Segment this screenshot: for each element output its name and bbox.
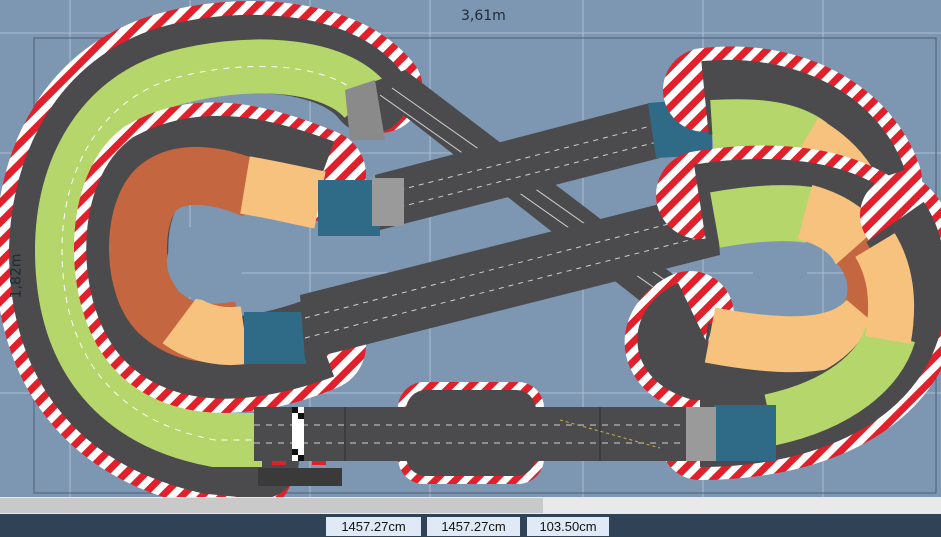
board-width-label: 3,61m [461, 8, 506, 24]
right-lower-peach-a [796, 184, 889, 267]
right-outer-lime [764, 326, 915, 446]
status-bar: 1457.27cm 1457.27cm 103.50cm [0, 514, 941, 537]
scrollbar-thumb[interactable] [0, 498, 543, 513]
inner-hairpin-peach-top [240, 156, 326, 229]
straight-a-joint-top [345, 80, 385, 140]
straight-b-asphalt [375, 103, 660, 230]
track-length-lane-1: 1457.27cm [326, 517, 421, 536]
crossing-straight-c[interactable] [300, 190, 720, 360]
teal-piece-bottom-right [714, 405, 776, 461]
pit-garage [258, 468, 342, 486]
right-lower-peach-b [704, 298, 890, 373]
main-straight[interactable] [254, 382, 716, 486]
outer-loop-slot-a [61, 65, 366, 441]
lane-change-marks [559, 419, 661, 449]
track-canvas[interactable] [0, 0, 941, 497]
main-straight-joint [686, 407, 716, 461]
hairpin-infield [167, 224, 243, 300]
inner-left-hairpin[interactable] [74, 102, 380, 413]
teal-piece-lower [244, 312, 306, 364]
right-outer-loop[interactable] [660, 175, 941, 480]
straight-b-joint [372, 178, 404, 226]
right-infield [752, 252, 808, 308]
start-finish-line [292, 407, 304, 461]
start-grid-markers [272, 461, 326, 465]
board-height-label: 1,82m [8, 253, 25, 299]
right-lower-lime [710, 185, 815, 248]
horizontal-scrollbar[interactable] [0, 497, 941, 514]
right-upper-lime [710, 99, 827, 169]
right-outer-peach [854, 233, 915, 344]
inner-hairpin-peach-bottom [162, 295, 250, 366]
selection-length: 103.50cm [527, 517, 609, 536]
straight-c-asphalt [300, 190, 720, 360]
teal-piece-upper [318, 180, 380, 236]
main-straight-asphalt [254, 407, 716, 461]
outer-loop[interactable] [0, 1, 423, 497]
track-length-lane-2: 1457.27cm [427, 517, 520, 536]
